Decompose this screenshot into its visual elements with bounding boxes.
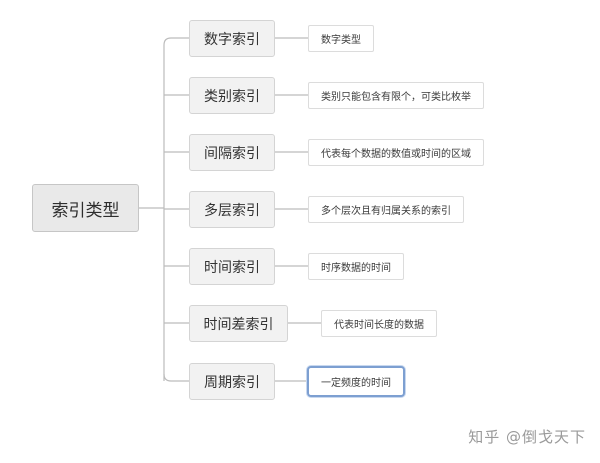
leaf-node-label: 多个层次且有归属关系的索引 bbox=[321, 206, 451, 217]
leaf-node-label: 一定频度的时间 bbox=[321, 378, 391, 389]
branch-node-timedelta-index[interactable]: 时间差索引 bbox=[189, 305, 288, 342]
watermark: 知乎 @倒戈天下 bbox=[468, 428, 586, 446]
branch-node-numeric-index[interactable]: 数字索引 bbox=[189, 20, 275, 57]
leaf-node-label: 类别只能包含有限个，可类比枚举 bbox=[321, 92, 471, 103]
leaf-node-numeric-desc[interactable]: 数字类型 bbox=[308, 25, 374, 52]
leaf-node-label: 时序数据的时间 bbox=[321, 263, 391, 274]
branch-node-categorical-index[interactable]: 类别索引 bbox=[189, 77, 275, 114]
leaf-node-label: 代表每个数据的数值或时间的区域 bbox=[321, 149, 471, 160]
branch-node-label: 时间差索引 bbox=[203, 316, 274, 333]
root-node[interactable]: 索引类型 bbox=[32, 184, 139, 232]
branch-node-label: 周期索引 bbox=[204, 374, 260, 391]
branch-connector-6 bbox=[163, 373, 189, 382]
leaf-node-multi-desc[interactable]: 多个层次且有归属关系的索引 bbox=[308, 196, 464, 223]
leaf-node-timedelta-desc[interactable]: 代表时间长度的数据 bbox=[321, 310, 437, 337]
branch-node-label: 类别索引 bbox=[204, 88, 260, 105]
leaf-node-label: 代表时间长度的数据 bbox=[334, 320, 424, 331]
leaf-node-datetime-desc[interactable]: 时序数据的时间 bbox=[308, 253, 404, 280]
leaf-node-interval-desc[interactable]: 代表每个数据的数值或时间的区域 bbox=[308, 139, 484, 166]
leaf-node-label: 数字类型 bbox=[321, 35, 361, 46]
branch-node-label: 多层索引 bbox=[204, 202, 260, 219]
leaf-node-period-desc-selected[interactable]: 一定频度的时间 bbox=[307, 366, 405, 397]
branch-node-label: 数字索引 bbox=[204, 31, 260, 48]
leaf-node-categorical-desc[interactable]: 类别只能包含有限个，可类比枚举 bbox=[308, 82, 484, 109]
branch-node-multi-index[interactable]: 多层索引 bbox=[189, 191, 275, 228]
branch-node-label: 时间索引 bbox=[204, 259, 260, 276]
branch-node-label: 间隔索引 bbox=[204, 145, 260, 162]
branch-node-datetime-index[interactable]: 时间索引 bbox=[189, 248, 275, 285]
branch-connector-0 bbox=[163, 37, 189, 46]
branch-node-interval-index[interactable]: 间隔索引 bbox=[189, 134, 275, 171]
root-node-label: 索引类型 bbox=[51, 200, 120, 221]
branch-node-period-index[interactable]: 周期索引 bbox=[189, 363, 275, 400]
